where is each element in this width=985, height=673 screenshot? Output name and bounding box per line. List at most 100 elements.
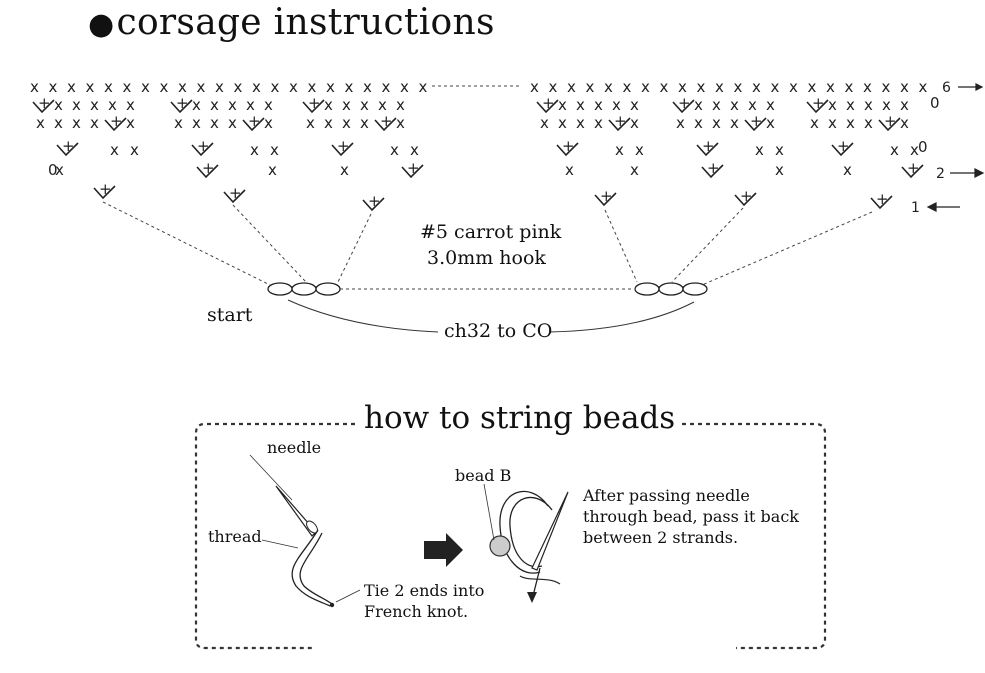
stitch-symbol: x [846,114,855,132]
stitch-symbol: x [264,114,273,132]
yarn-label: #5 carrot pink [420,221,562,243]
increase-stitch [901,164,924,179]
stitch-symbol: x [30,78,39,96]
stitch-symbol: x [67,78,76,96]
thread-end [519,575,561,585]
thread-strand [291,529,331,607]
stitch-symbol: 0 [930,94,940,112]
start-chain-left [267,282,341,296]
stitch-symbol: + [740,187,753,205]
increase-stitch [104,117,127,132]
stitch-symbol: x [748,96,757,114]
stitch-symbol: x [846,96,855,114]
stitch-symbol: x [845,78,854,96]
stitch-symbol: x [766,96,775,114]
stitch-symbol: x [228,96,237,114]
stitch-symbol: x [900,96,909,114]
stitch-symbol: + [229,184,242,202]
stitch-symbol: x [90,114,99,132]
row-number-6: 6 [942,80,951,96]
stitch-symbol: x [360,114,369,132]
stitch-symbol: + [380,112,393,130]
needle-label: needle [267,438,322,457]
chain-count-label: ch32 to CO [444,320,553,342]
stitch-symbol: x [108,96,117,114]
stitch-symbol: x [342,114,351,132]
guide-lines [102,201,873,290]
thread-label: thread [208,527,262,546]
stitch-symbol: x [419,78,428,96]
stitch-symbol: x [530,78,539,96]
increase-stitch [374,117,397,132]
stitch-symbol: x [324,96,333,114]
stitch-symbol: x [676,114,685,132]
stitch-symbol: x [174,114,183,132]
stitch-symbol: x [594,96,603,114]
bead-box-frame-left [194,422,355,650]
stitch-symbol: x [340,161,349,179]
stitch-symbol: x [197,78,206,96]
stitch-symbol: x [360,96,369,114]
increase-stitch [556,142,579,157]
stitch-symbol: x [228,114,237,132]
chain-stitch [682,282,708,296]
arrow-head [975,83,984,91]
row-number-1: 1 [911,200,920,216]
stitch-symbol: x [828,114,837,132]
stitch-symbol: x [160,78,169,96]
stitch-symbol: x [549,78,558,96]
stitch-symbol: x [630,161,639,179]
step-arrow-icon [424,533,463,567]
stitch-symbol: x [268,161,277,179]
stitch-symbol: x [712,96,721,114]
arrow-head [926,202,937,212]
stitch-symbol: x [604,78,613,96]
stitch-symbol: x [250,141,259,159]
stitch-symbol: x [264,96,273,114]
stitch-symbol: x [396,114,405,132]
stitch-symbol: x [342,96,351,114]
stitch-symbol: x [54,114,63,132]
bead-box-frame-right [650,422,827,650]
bead-label: bead B [455,466,512,485]
stitch-symbol: x [694,96,703,114]
pass-note-line3: between 2 strands. [583,528,739,547]
stitch-symbol: x [36,114,45,132]
stitch-symbol: x [623,78,632,96]
stitch-symbol: x [712,114,721,132]
stitch-symbol: + [614,112,627,130]
stitch-symbol: x [215,78,224,96]
stitch-symbol: x [54,96,63,114]
stitch-symbol: x [863,78,872,96]
stitch-symbol: x [612,96,621,114]
stitch-symbol: 0 [48,161,58,179]
stitch-symbol: x [308,78,317,96]
increase-stitch [223,189,246,204]
stitch-symbol: x [126,114,135,132]
stitch-symbol: x [635,141,644,159]
stitch-symbol: x [910,141,919,159]
increase-stitch [401,164,424,179]
chain-stitch [315,282,341,296]
stitch-symbol: x [630,96,639,114]
stitch-symbol: + [600,187,613,205]
stitch-symbol: x [697,78,706,96]
increase-stitch [56,142,79,157]
pull-arrow-icon [527,592,537,603]
stitch-symbol: + [678,94,691,112]
increase-stitch [594,192,617,207]
stitch-symbol: x [306,114,315,132]
chain-stitch [267,282,293,296]
stitch-symbol: + [542,94,555,112]
bullet-icon: ● [88,7,115,42]
stitch-symbol: x [826,78,835,96]
start-label: start [207,304,253,326]
thread-loop [499,490,549,574]
knot-note-line2: French knot. [364,602,469,621]
stitch-symbol: + [750,112,763,130]
stitch-symbol: x [715,78,724,96]
stitch-symbol: + [562,137,575,155]
thread-loop [509,496,553,568]
chain-stitch [634,282,660,296]
stitch-symbol: x [678,78,687,96]
